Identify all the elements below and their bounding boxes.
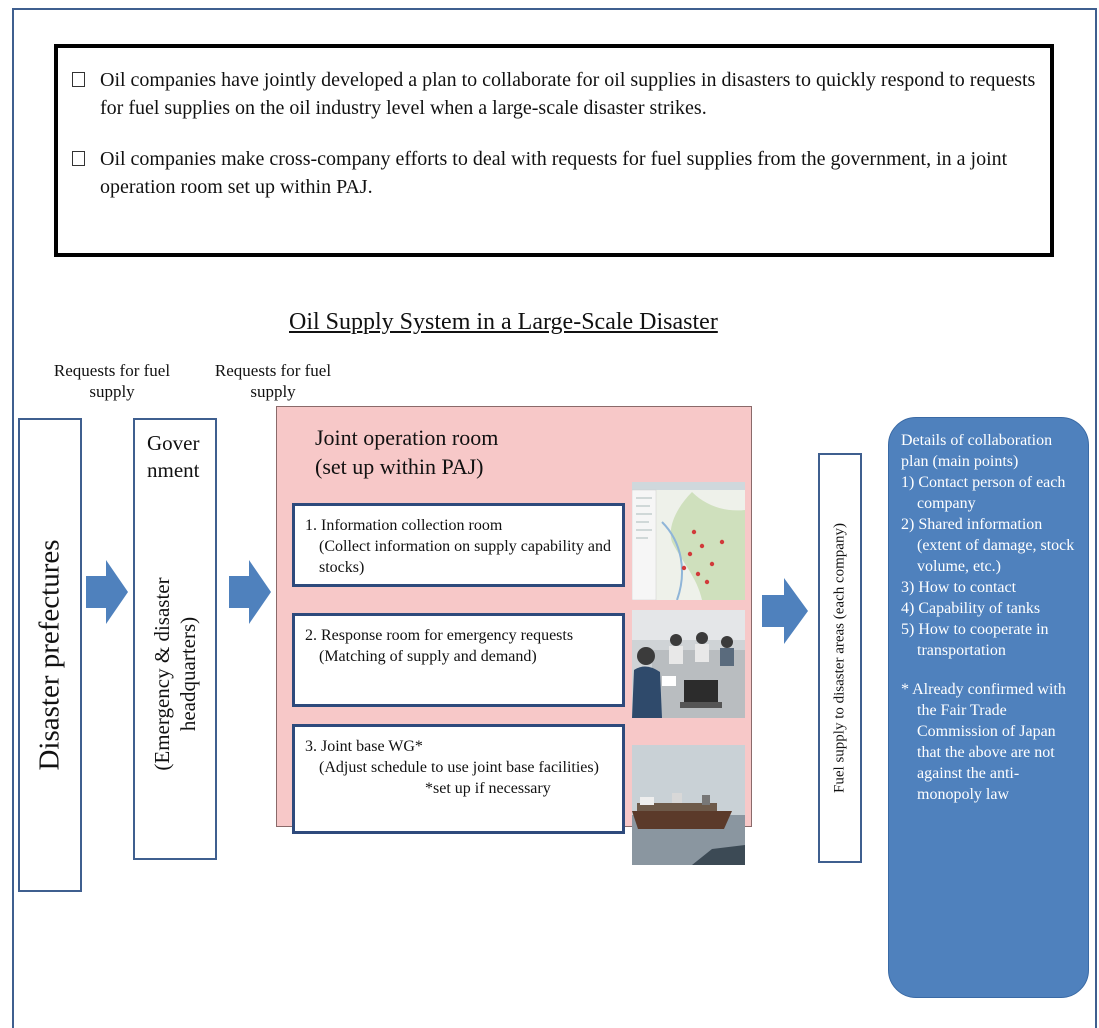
request-label-2: Requests for fuel supply	[214, 361, 332, 401]
details-footnote: * Already confirmed with the Fair Trade …	[901, 681, 1066, 803]
government-heading-line1: Gover	[147, 431, 200, 455]
fuel-supply-label: Fuel supply to disaster areas (each comp…	[831, 523, 848, 793]
room3-note: *set up if necessary	[425, 780, 551, 797]
government-heading: Gover nment	[147, 430, 200, 484]
disaster-prefectures-label: Disaster prefectures	[33, 539, 66, 771]
page-frame	[12, 8, 1097, 1028]
details-point: 1) Contact person of each company	[901, 474, 1066, 512]
collaboration-plan-details: Details of collaboration plan (main poin…	[888, 417, 1089, 998]
arrow-right-icon	[229, 560, 271, 624]
request-label-1: Requests for fuel supply	[53, 361, 171, 401]
details-spacer	[901, 661, 1080, 679]
room1-desc: (Collect information on supply capabilit…	[319, 538, 611, 576]
joint-title-line2: (set up within PAJ)	[315, 454, 484, 479]
checkbox-bullet-icon	[72, 72, 85, 87]
intro-bullet-1: Oil companies have jointly developed a p…	[72, 66, 1047, 122]
checkbox-bullet-icon	[72, 151, 85, 166]
arrow-right-icon	[762, 578, 808, 644]
government-heading-line2: nment	[147, 458, 200, 482]
intro-box: Oil companies have jointly developed a p…	[54, 44, 1054, 257]
room2-title: 2. Response room for emergency requests	[305, 627, 574, 644]
response-room: 2. Response room for emergency requests …	[292, 613, 625, 707]
room2-desc: (Matching of supply and demand)	[319, 648, 537, 665]
government-subtitle: (Emergency & disaster headquarters)	[150, 577, 200, 771]
intro-bullet-text: Oil companies have jointly developed a p…	[100, 69, 1036, 119]
details-point: 3) How to contact	[901, 579, 1017, 596]
joint-operation-title: Joint operation room (set up within PAJ)	[315, 423, 498, 481]
arrow-right-icon	[86, 560, 128, 624]
intro-bullet-text: Oil companies make cross-company efforts…	[100, 148, 1008, 198]
map-image	[632, 482, 745, 600]
details-point: 4) Capability of tanks	[901, 600, 1041, 617]
office-photo-image	[632, 610, 745, 718]
disaster-prefectures-box: Disaster prefectures	[18, 418, 82, 892]
information-collection-room: 1. Information collection room (Collect …	[292, 503, 625, 587]
fuel-supply-box: Fuel supply to disaster areas (each comp…	[818, 453, 862, 863]
room3-title: 3. Joint base WG*	[305, 738, 423, 755]
details-point: 2) Shared information (extent of damage,…	[901, 516, 1075, 575]
intro-bullet-2: Oil companies make cross-company efforts…	[72, 145, 1047, 201]
room3-desc: (Adjust schedule to use joint base facil…	[319, 759, 599, 776]
details-point: 5) How to cooperate in transportation	[901, 621, 1049, 659]
joint-base-wg: 3. Joint base WG* (Adjust schedule to us…	[292, 724, 625, 834]
government-box: Gover nment (Emergency & disaster headqu…	[133, 418, 217, 860]
ship-photo-image	[632, 745, 745, 865]
joint-title-line1: Joint operation room	[315, 425, 499, 450]
details-heading: Details of collaboration plan (main poin…	[901, 432, 1053, 470]
room1-title: 1. Information collection room	[305, 517, 503, 534]
diagram-title: Oil Supply System in a Large-Scale Disas…	[289, 309, 718, 335]
joint-operation-room: Joint operation room (set up within PAJ)…	[276, 406, 752, 865]
